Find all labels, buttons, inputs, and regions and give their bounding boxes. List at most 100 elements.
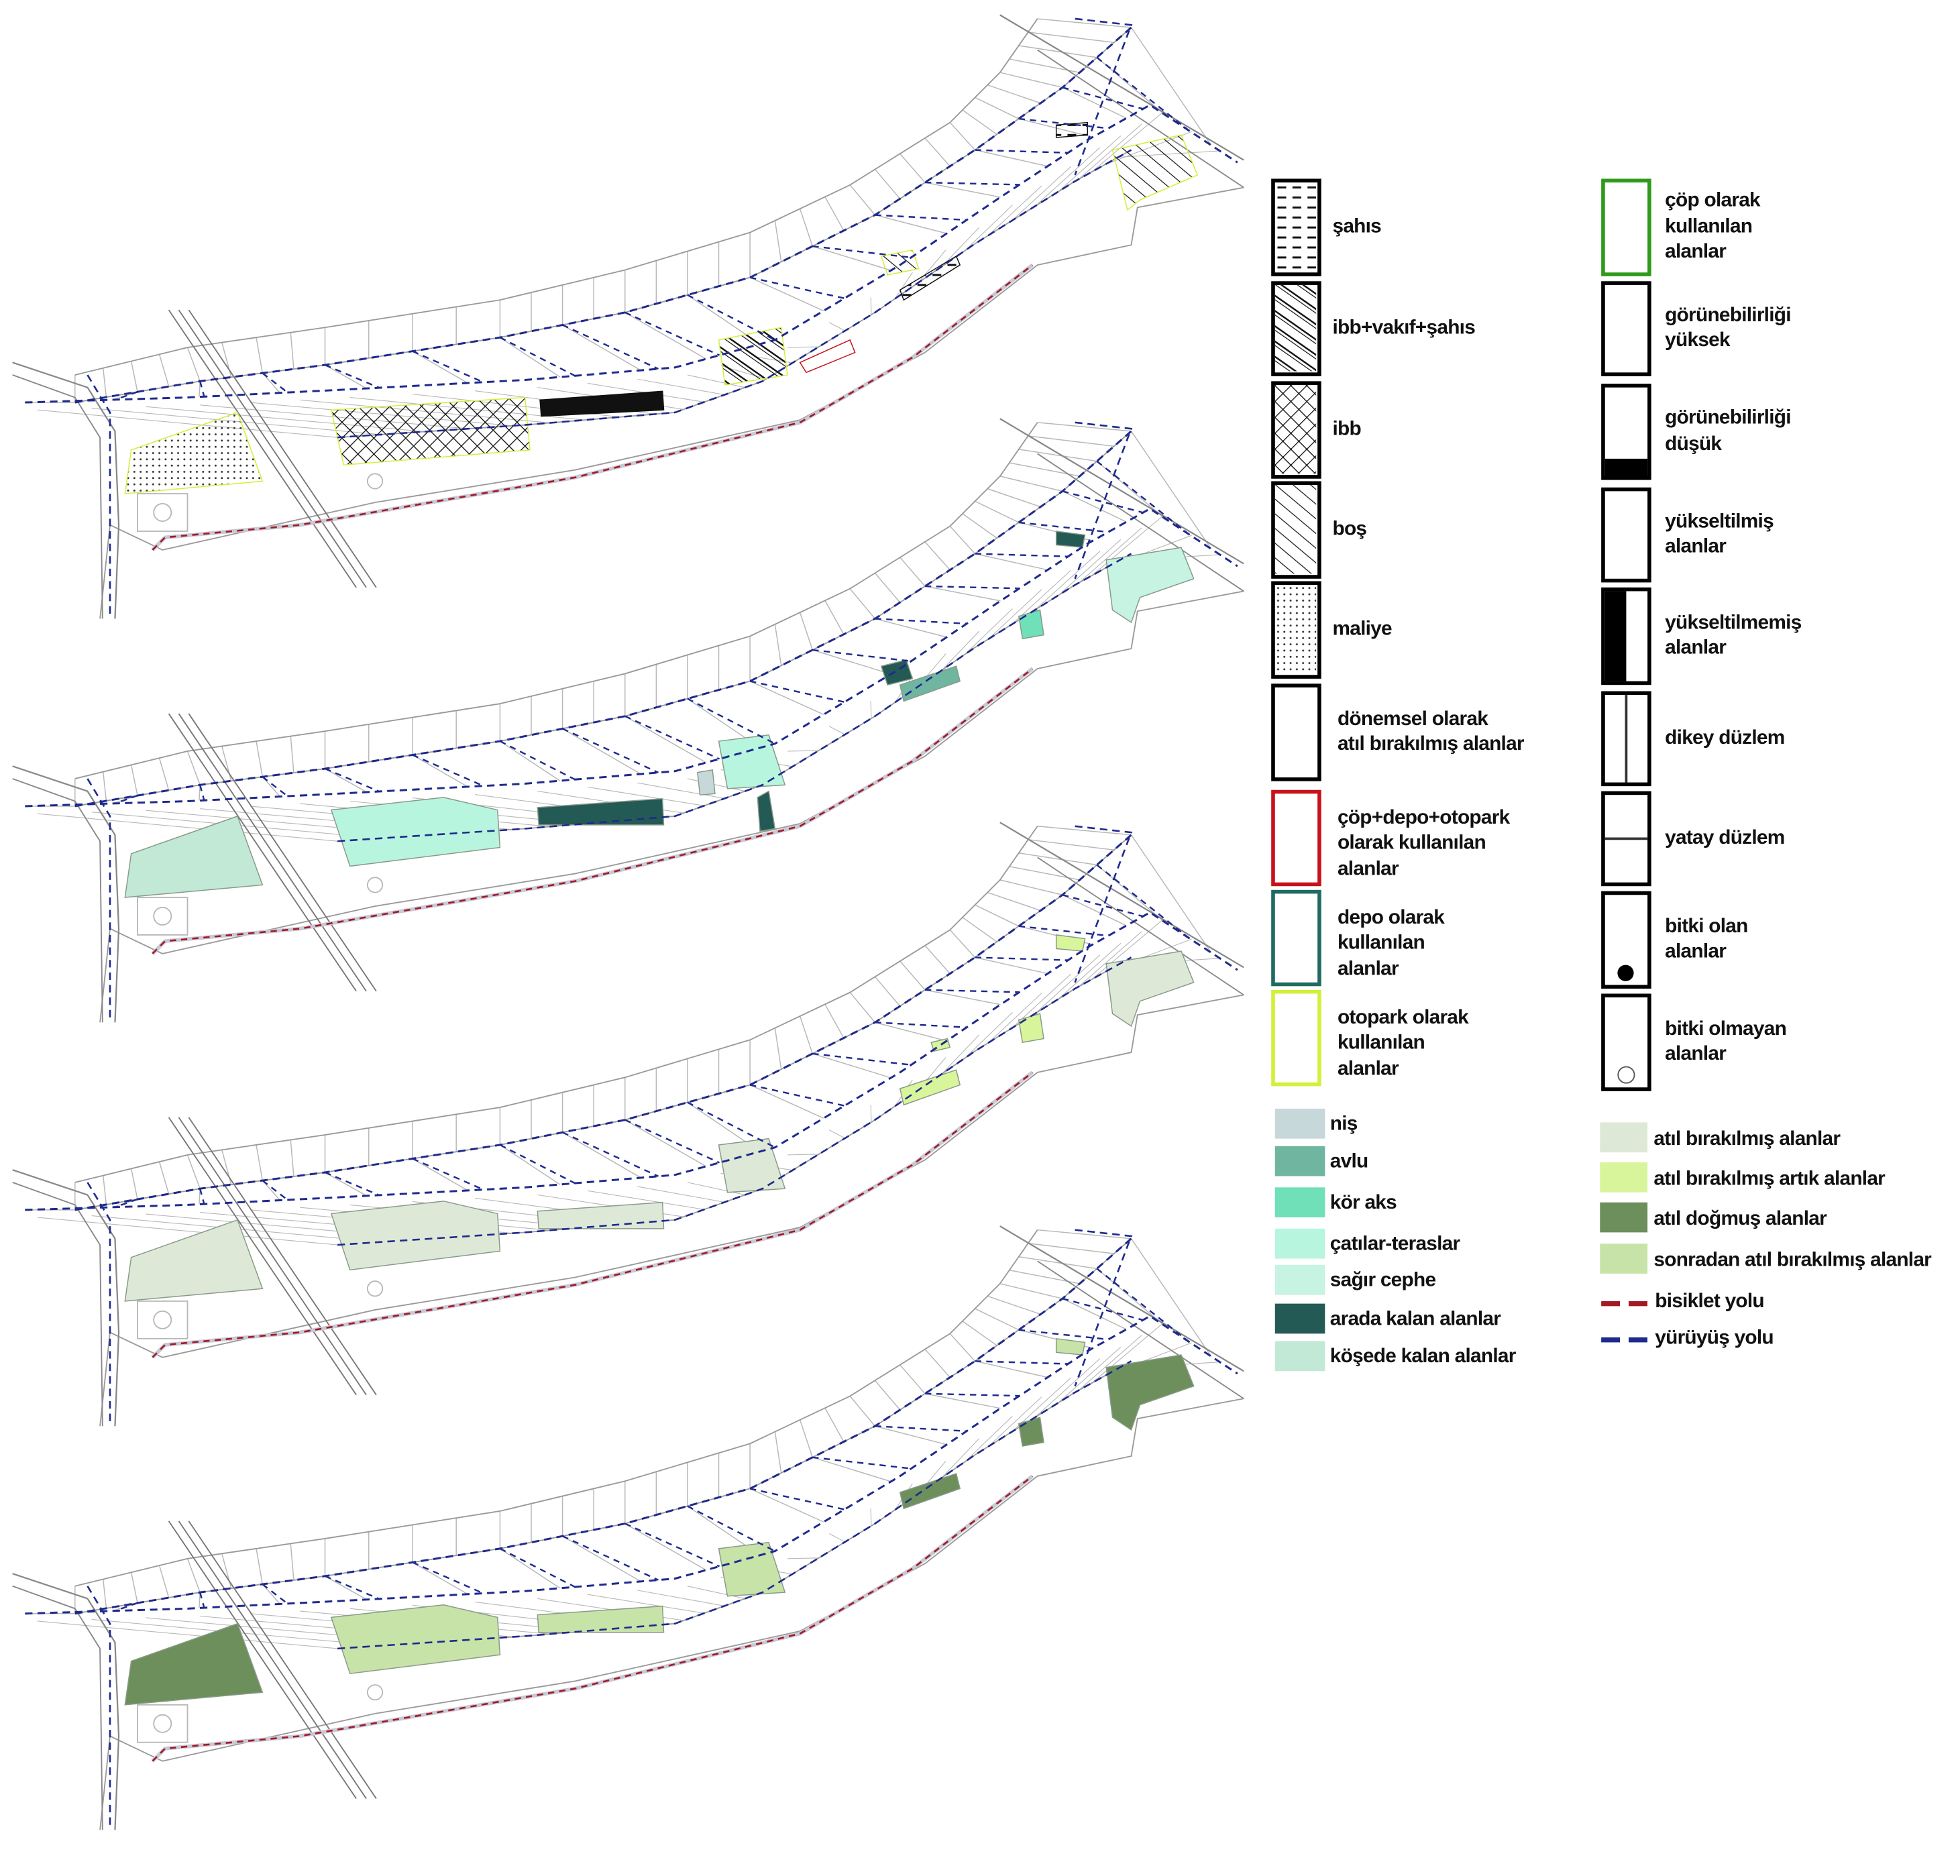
walking-path xyxy=(1096,1268,1190,1343)
block-edge xyxy=(949,929,976,958)
atil-area xyxy=(124,1219,264,1302)
block-edge xyxy=(924,182,1001,198)
block-edge xyxy=(975,904,1020,927)
walking-path xyxy=(624,311,720,356)
walking-path xyxy=(624,1523,720,1567)
overlay-spatial xyxy=(124,531,1195,898)
block-edge xyxy=(637,378,725,396)
dash-hatch-pattern xyxy=(1274,182,1317,280)
block xyxy=(137,1704,188,1743)
block-edge xyxy=(262,776,280,797)
viaduct-line xyxy=(168,713,357,992)
street-outline xyxy=(337,956,1132,1246)
legend-item-label: bitki olan alanlar xyxy=(1665,916,1748,962)
viaduct-line xyxy=(168,1117,357,1396)
sonradan-area xyxy=(1055,1337,1086,1356)
block-edge xyxy=(812,649,891,675)
atil-dogmus-area xyxy=(124,1622,264,1706)
sahis-area xyxy=(899,255,961,301)
street-outline xyxy=(99,994,1244,1427)
block-edge xyxy=(1018,852,1097,866)
walking-path xyxy=(1074,1229,1133,1387)
block-edge xyxy=(874,976,901,1007)
legend-item-label: görünebilirliği yüksek xyxy=(1665,304,1791,351)
block-edge xyxy=(828,1129,845,1139)
block-edge xyxy=(1130,834,1212,953)
block-edge xyxy=(199,1189,201,1205)
color-swatch xyxy=(1274,1303,1325,1334)
block-edge xyxy=(975,500,1020,523)
block-edge xyxy=(158,354,170,387)
highway xyxy=(1037,49,1244,188)
block-edge xyxy=(587,786,704,806)
block-edge xyxy=(624,312,707,360)
block-edge xyxy=(1058,539,1122,596)
block-edge xyxy=(290,332,294,370)
dot-hatch-pattern xyxy=(1274,585,1317,683)
bottom-filled-box-icon xyxy=(1601,384,1651,480)
highway xyxy=(999,822,1244,969)
block-edge xyxy=(787,1557,819,1559)
block-edge xyxy=(787,1154,819,1156)
block-edge xyxy=(849,588,876,619)
street-outline xyxy=(337,1360,1132,1649)
abandonment-origin-map xyxy=(12,1225,1244,1830)
walking-path xyxy=(115,1602,138,1612)
walking-path xyxy=(812,245,912,259)
walking-path xyxy=(875,1022,967,1029)
viaduct-line xyxy=(178,1521,367,1800)
highway-curve xyxy=(12,374,103,619)
block-edge xyxy=(1078,123,1142,180)
walking-path xyxy=(499,337,576,377)
walking-path xyxy=(749,276,845,299)
block-edge xyxy=(325,1576,367,1600)
viaduct-line xyxy=(188,1117,377,1396)
arada-area xyxy=(537,797,665,826)
block-edge xyxy=(1078,527,1142,584)
viaduct-line xyxy=(188,1521,377,1800)
legend-line-label: bisiklet yolu xyxy=(1655,1290,1764,1313)
block-edge xyxy=(875,618,947,638)
left-half-filled-box-icon xyxy=(1601,587,1651,685)
block-edge xyxy=(1058,135,1122,192)
walking-path xyxy=(262,372,288,394)
atil-area xyxy=(1105,950,1195,1028)
sahis-area xyxy=(1055,121,1088,138)
roundabout xyxy=(153,503,172,522)
ownership-and-use-map xyxy=(12,14,1244,619)
walking-path xyxy=(25,103,1238,404)
walking-path xyxy=(562,1535,659,1581)
yellow-green-outline-box-icon xyxy=(1271,989,1321,1087)
block-edge xyxy=(774,220,782,262)
base-map xyxy=(12,418,1244,1023)
color-swatch xyxy=(1274,1108,1325,1139)
block-edge xyxy=(774,1028,782,1070)
block xyxy=(137,493,188,532)
arada-area xyxy=(880,659,914,686)
block-edge xyxy=(941,630,980,671)
walking-path xyxy=(562,728,659,773)
block-edge xyxy=(412,754,468,787)
atil-dogmus-area xyxy=(899,1473,961,1510)
block-edge xyxy=(824,197,845,231)
legend-item-label: çöp olarak kullanılan alanlar xyxy=(1665,190,1760,263)
walking-path xyxy=(115,794,138,804)
block-edge xyxy=(799,612,813,651)
block xyxy=(137,897,188,936)
atil-artik-area xyxy=(899,1069,961,1106)
street-outline xyxy=(74,18,1038,376)
walking-path xyxy=(74,430,1132,808)
block-edge xyxy=(221,746,232,781)
walking-path xyxy=(337,1360,1132,1650)
horizontal-line-box-icon xyxy=(1601,791,1651,887)
block-edge xyxy=(37,1620,338,1649)
walking-path xyxy=(1096,56,1190,131)
viaduct-line xyxy=(178,713,367,992)
walking-path xyxy=(1096,864,1190,939)
mixed-ownership-area xyxy=(718,327,788,386)
block-edge xyxy=(828,726,845,735)
block-edge xyxy=(749,1488,824,1523)
highway xyxy=(999,418,1244,565)
walking-path xyxy=(687,294,775,341)
walking-path xyxy=(749,1488,845,1510)
